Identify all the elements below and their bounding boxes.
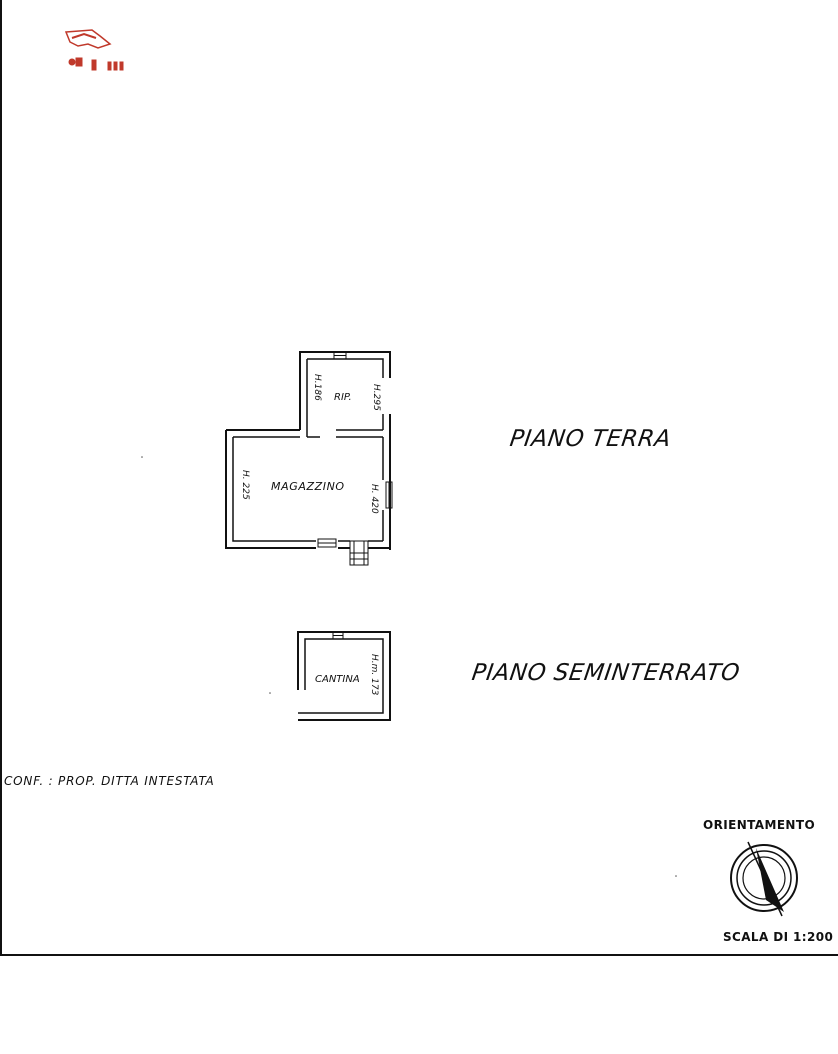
room-label-cantina: CANTINA — [315, 674, 360, 685]
entrance-steps — [349, 540, 369, 566]
magazzino-side-window — [385, 481, 393, 509]
room-label-rip: RIP. — [334, 392, 352, 403]
height-label-cantina: H.m. 173 — [369, 654, 379, 696]
north-arrow-icon — [730, 841, 798, 917]
scale-label: SCALA DI 1:200 — [723, 930, 834, 944]
orientation-label: ORIENTAMENTO — [703, 818, 816, 832]
height-label-rip-right: H.295 — [371, 384, 381, 411]
cantina-window — [332, 631, 344, 640]
boundaries-note: CONF. : PROP. DITTA INTESTATA — [4, 774, 215, 788]
floor-title-basement: PIANO SEMINTERRATO — [470, 660, 742, 686]
agency-logo-icon — [64, 29, 124, 71]
room-rip-walls — [226, 351, 391, 550]
magazzino-bottom-window — [317, 538, 337, 548]
height-label-rip-left: H.186 — [312, 374, 322, 401]
height-label-magazzino-left: H. 225 — [240, 470, 250, 500]
floor-title-ground: PIANO TERRA — [508, 426, 673, 452]
room-label-magazzino: MAGAZZINO — [271, 480, 345, 493]
rip-window — [333, 351, 347, 360]
height-label-magazzino-right: H. 420 — [369, 484, 379, 514]
room-cantina-walls — [297, 631, 391, 721]
room-magazzino-walls — [225, 430, 390, 549]
